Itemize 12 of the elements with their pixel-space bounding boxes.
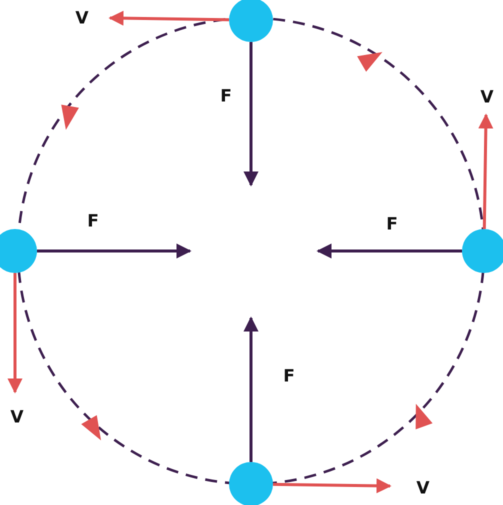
ball [229,462,273,505]
ball [462,229,503,273]
force-arrow [316,244,462,258]
force-arrow [244,42,258,186]
velocity-arrow [8,273,22,394]
velocity-arrow [108,10,230,26]
ball [229,0,273,42]
ball [0,229,37,273]
velocity-arrow [272,478,392,494]
force-arrow [244,316,258,462]
force-arrow [37,244,192,258]
velocity-arrow [478,114,494,230]
